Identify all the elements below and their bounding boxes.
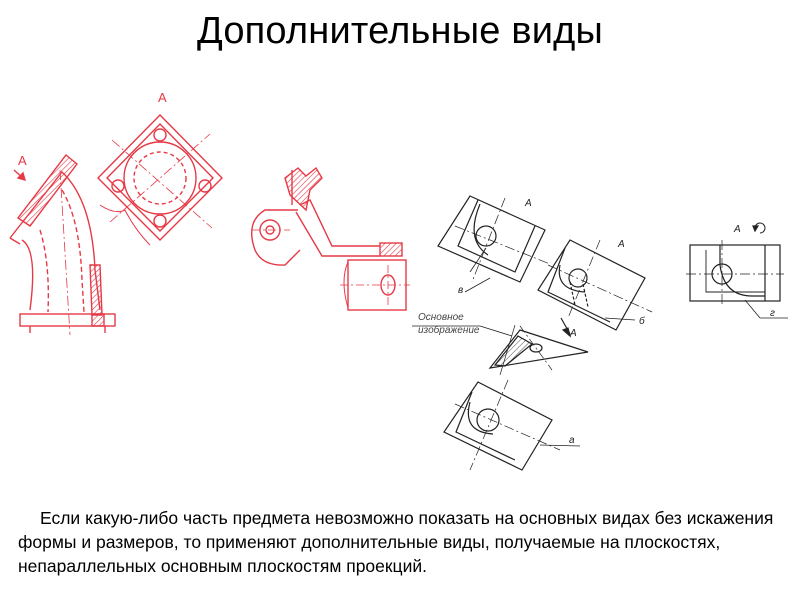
auxiliary-views-drawing bbox=[412, 195, 788, 471]
view-g bbox=[686, 222, 788, 319]
view-a bbox=[443, 379, 581, 471]
view-arrow bbox=[13, 169, 27, 182]
label-flange-A: А bbox=[158, 90, 167, 105]
view-v bbox=[437, 195, 551, 283]
label-A-arrow: А bbox=[569, 328, 577, 339]
bracket-drawing bbox=[251, 166, 410, 311]
technical-drawing: А А bbox=[9, 90, 788, 471]
main-view-label-line1: Основное bbox=[418, 312, 464, 323]
flange-view-A bbox=[97, 114, 223, 246]
main-view-wedge bbox=[412, 324, 589, 376]
label-g: г bbox=[770, 308, 775, 319]
description-paragraph: Если какую-либо часть предмета невозможн… bbox=[18, 508, 774, 576]
view-direction-arrow bbox=[560, 317, 572, 338]
page-title: Дополнительные виды bbox=[196, 10, 604, 52]
bent-pipe-drawing bbox=[9, 153, 116, 336]
label-b: б bbox=[639, 315, 645, 327]
view-b bbox=[537, 239, 653, 331]
label-A-view-b: А bbox=[617, 239, 625, 250]
label-a: а bbox=[569, 435, 575, 446]
main-view-label-line2: изображение bbox=[418, 324, 480, 336]
label-arrow-A: А bbox=[18, 153, 27, 168]
label-v: в bbox=[458, 285, 463, 296]
label-A-view-v: А bbox=[524, 198, 532, 209]
label-A-view-g: А bbox=[733, 224, 741, 235]
